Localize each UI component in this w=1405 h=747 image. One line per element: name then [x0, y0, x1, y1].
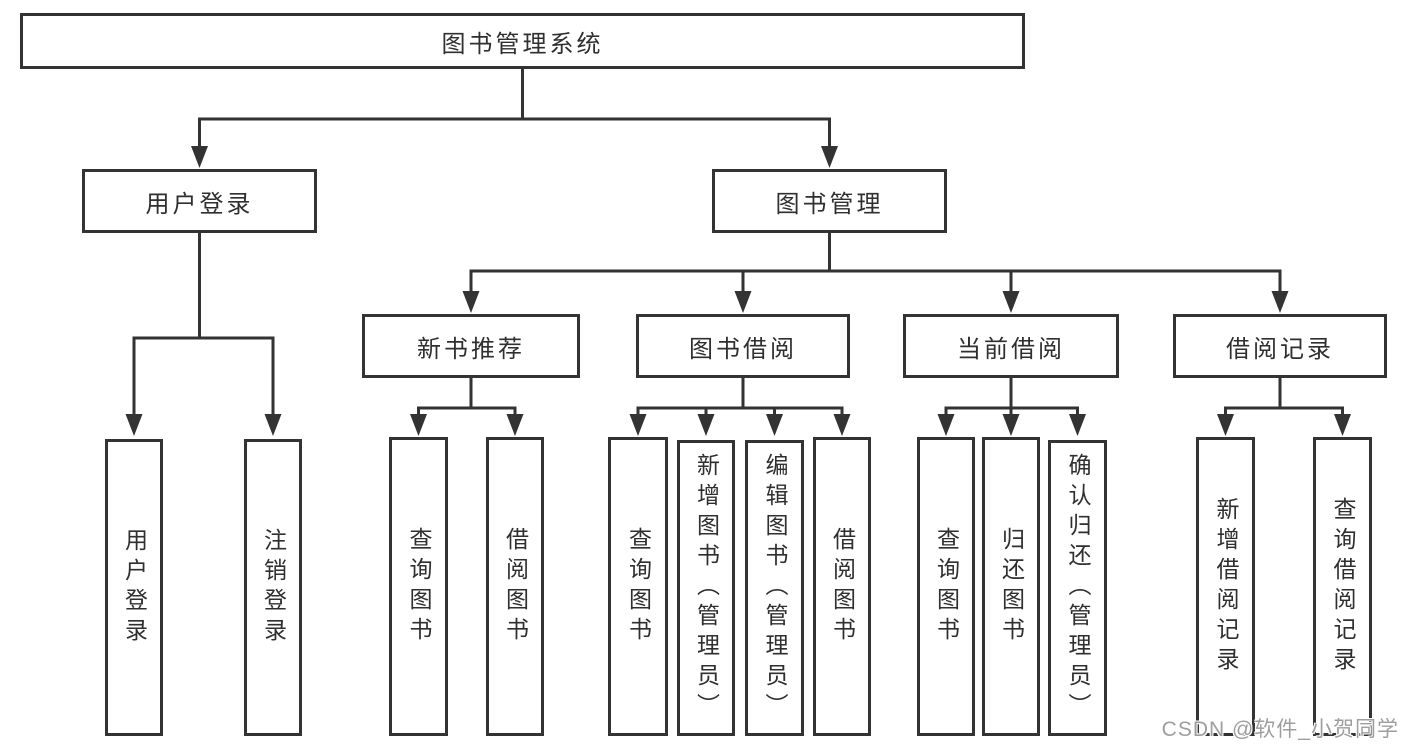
node-user-login-label: 用户登录 [145, 190, 254, 218]
node-logout-action: 注销登录 [244, 439, 302, 736]
node-query-books-current-label: 查询图书 [933, 526, 960, 647]
node-book-management: 图书管理 [712, 169, 947, 233]
node-edit-books-admin-label: 编辑图书（管理员） [762, 453, 788, 723]
node-add-books-admin-label: 新增图书（管理员） [693, 453, 720, 723]
node-user-login-action: 用户登录 [105, 439, 163, 736]
node-query-books-recommend: 查询图书 [389, 437, 448, 736]
node-query-books-borrowing: 查询图书 [608, 437, 668, 736]
node-borrow-books-borrowing-label: 借阅图书 [829, 526, 856, 647]
node-user-login: 用户登录 [82, 169, 317, 233]
node-current-borrowing-label: 当前借阅 [957, 335, 1065, 363]
node-query-books-recommend-label: 查询图书 [406, 526, 432, 647]
node-query-books-current: 查询图书 [917, 437, 975, 736]
node-book-borrowing: 图书借阅 [636, 314, 850, 378]
node-confirm-return-admin-label: 确认归还（管理员） [1065, 453, 1091, 723]
node-user-login-action-label: 用户登录 [121, 527, 148, 648]
node-query-borrow-record: 查询借阅记录 [1313, 437, 1372, 736]
node-borrow-books-recommend-label: 借阅图书 [502, 526, 529, 647]
node-library-management-system: 图书管理系统 [20, 13, 1025, 69]
node-borrow-books-borrowing: 借阅图书 [813, 437, 871, 736]
node-current-borrowing: 当前借阅 [903, 314, 1119, 378]
node-borrowing-records: 借阅记录 [1173, 314, 1387, 378]
node-new-book-recommendation: 新书推荐 [362, 314, 580, 378]
node-add-borrow-record-label: 新增借阅记录 [1213, 496, 1239, 677]
node-book-borrowing-label: 图书借阅 [689, 335, 797, 363]
node-return-books-label: 归还图书 [998, 526, 1025, 647]
node-edit-books-admin: 编辑图书（管理员） [745, 440, 804, 736]
csdn-watermark: CSDN @软件_小贺同学 [1161, 718, 1399, 741]
node-borrowing-records-label: 借阅记录 [1226, 335, 1334, 363]
node-add-books-admin: 新增图书（管理员） [677, 440, 735, 736]
node-query-books-borrowing-label: 查询图书 [625, 526, 652, 647]
node-confirm-return-admin: 确认归还（管理员） [1048, 440, 1107, 736]
node-add-borrow-record: 新增借阅记录 [1196, 437, 1255, 736]
node-borrow-books-recommend: 借阅图书 [486, 437, 544, 736]
node-return-books: 归还图书 [982, 437, 1040, 736]
node-library-management-system-label: 图书管理系统 [441, 30, 604, 58]
node-new-book-recommendation-label: 新书推荐 [417, 335, 525, 363]
node-query-borrow-record-label: 查询借阅记录 [1330, 496, 1356, 677]
node-logout-action-label: 注销登录 [260, 527, 287, 648]
node-book-management-label: 图书管理 [775, 190, 884, 218]
